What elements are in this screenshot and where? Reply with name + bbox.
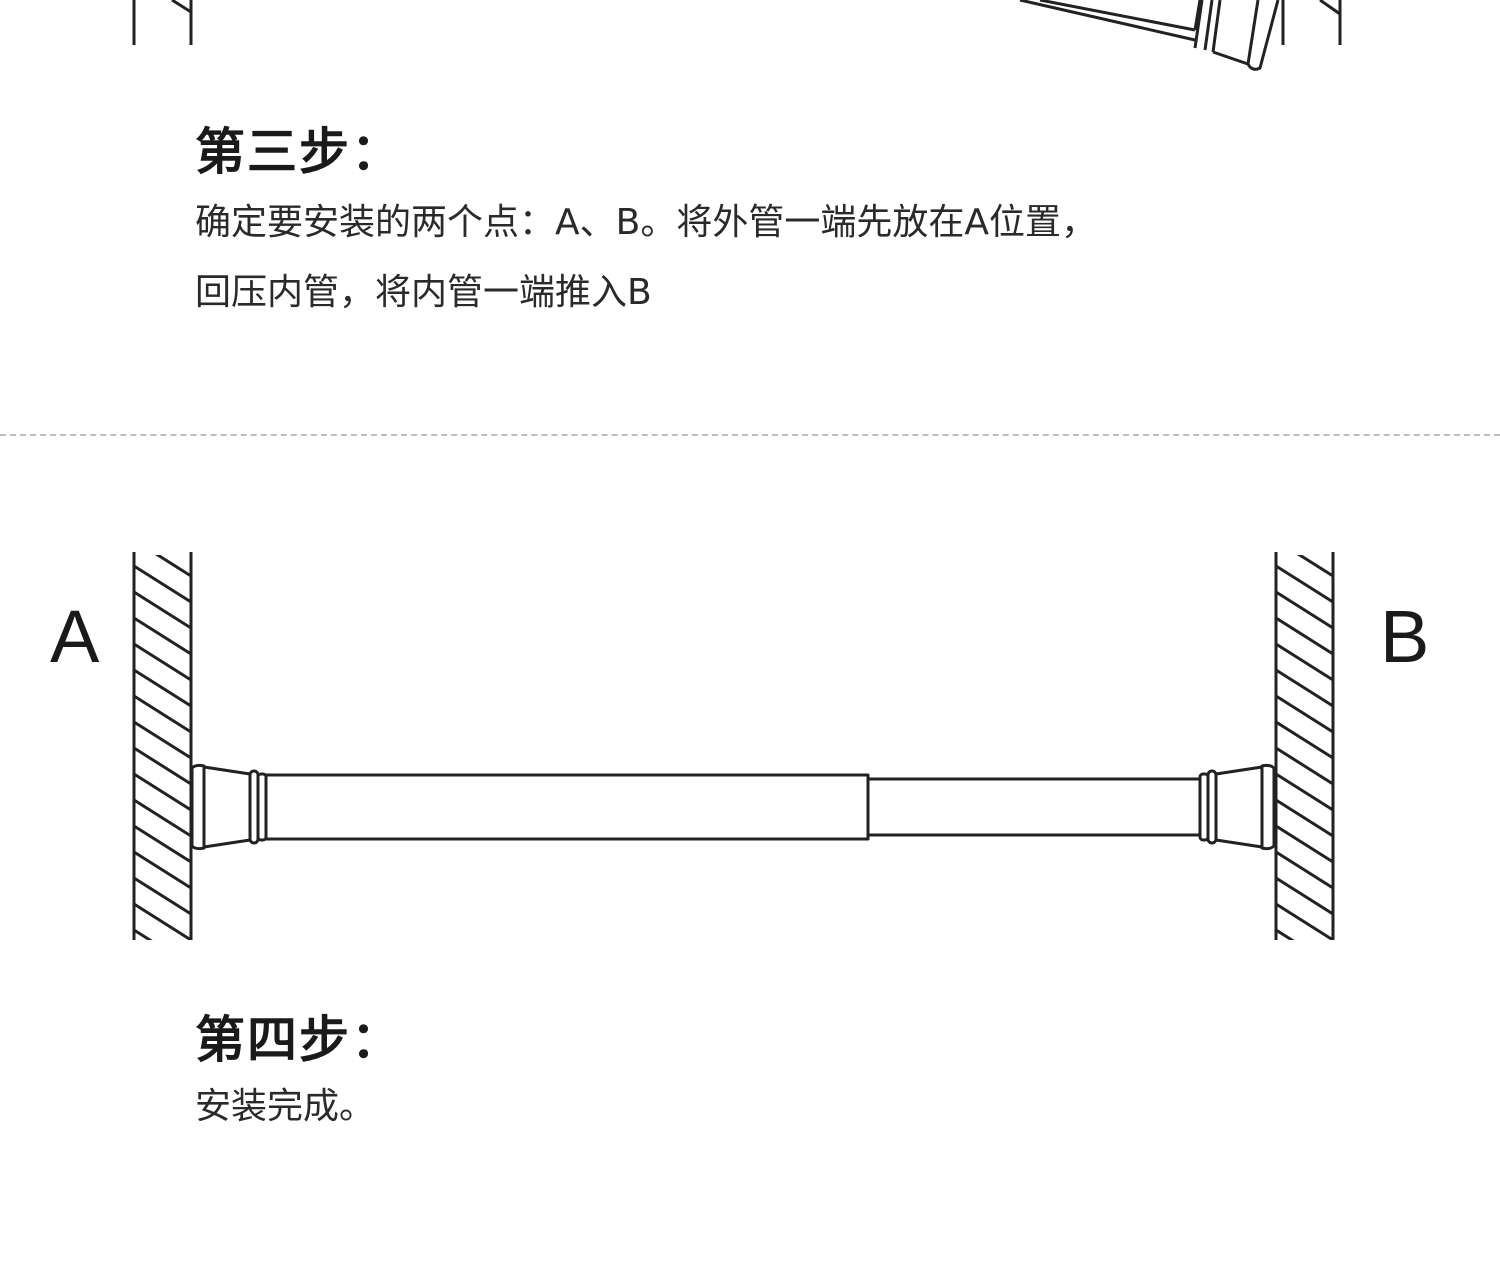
step3-installation-diagram [132, 0, 1342, 71]
right-wall-hatch [1276, 720, 1333, 760]
right-wall [1274, 552, 1335, 940]
step4-title: 第四步： [195, 1011, 403, 1069]
right-wall-hatch [1276, 694, 1333, 734]
point-a-label: A [50, 595, 100, 678]
right-wall-hatch [1276, 564, 1333, 604]
left-wall-hatch [134, 824, 191, 864]
left-wall-hatch [134, 746, 191, 786]
left-wall-hatch [154, 555, 191, 578]
left-wall-hatch [134, 902, 191, 940]
dashed-divider [0, 434, 1500, 436]
left-wall-hatch [134, 798, 191, 838]
right-flare [1214, 765, 1264, 849]
angled-rod [1019, 0, 1280, 71]
right-wall-hatch [1296, 555, 1333, 578]
right-wall-hatch [1276, 746, 1333, 786]
left-wall [132, 552, 193, 940]
left-wall-hatch [134, 590, 191, 630]
right-wall-hatch [1276, 616, 1333, 656]
tension-rod [190, 763, 1276, 851]
right-end-cap [1260, 763, 1276, 851]
point-b-label: B [1380, 595, 1430, 678]
right-wall-hatch [1276, 798, 1333, 838]
left-wall-hatch [134, 720, 191, 760]
left-wall-hatch [134, 772, 191, 812]
left-wall-hatch [134, 564, 191, 604]
right-wall-hatch [1276, 902, 1333, 940]
right-wall-hatch [1276, 642, 1333, 682]
right-wall-hatch [1276, 772, 1333, 812]
left-wall-hatch [134, 876, 191, 916]
left-flare [202, 765, 252, 849]
left-wall-hatch [134, 850, 191, 890]
right-wall-hatch [1319, 0, 1341, 16]
right-wall-hatch [1276, 850, 1333, 890]
left-end-cap [190, 763, 206, 851]
step3-description-line: 确定要安装的两个点：A、B。将外管一端先放在A位置， [195, 202, 1097, 243]
step3-description: 确定要安装的两个点：A、B。将外管一端先放在A位置， 回压内管，将内管一端推入B [195, 188, 1345, 328]
right-wall-hatch [1276, 876, 1333, 916]
inner-tube [866, 777, 1202, 837]
right-wall-hatch [1276, 824, 1333, 864]
left-wall-hatch [134, 616, 191, 656]
left-wall-hatch [171, 0, 192, 14]
step3-title: 第三步： [195, 123, 403, 181]
left-wall-hatch [134, 642, 191, 682]
step3-description-line: 回压内管，将内管一端推入B [195, 272, 652, 313]
step4-installation-diagram [132, 552, 1335, 940]
right-wall-hatch [1276, 590, 1333, 630]
left-wall-hatch [134, 694, 191, 734]
left-wall-hatch [134, 928, 153, 940]
left-wall-hatch [134, 668, 191, 708]
step4-description: 安装完成。 [195, 1086, 376, 1127]
right-wall-hatch [1276, 668, 1333, 708]
outer-tube [264, 773, 870, 841]
right-wall-hatch [1276, 928, 1295, 940]
